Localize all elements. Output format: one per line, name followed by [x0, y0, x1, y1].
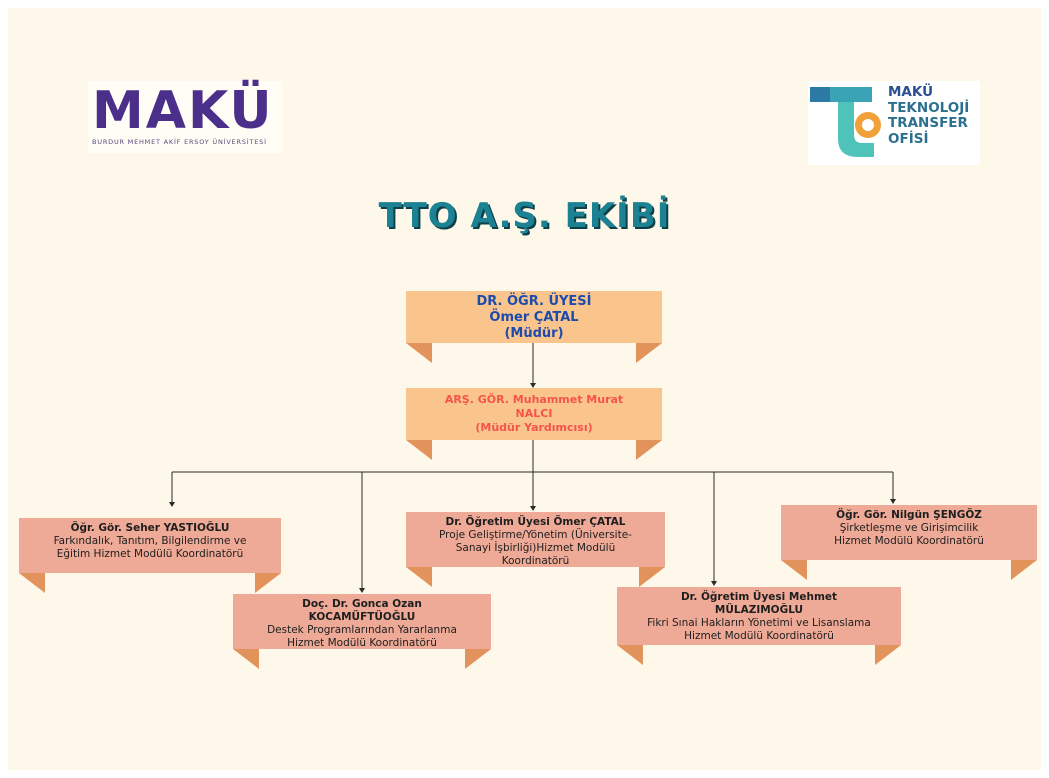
maku-logo-subtitle: BURDUR MEHMET AKİF ERSOY ÜNİVERSİTESİ [92, 138, 267, 146]
tto-logo-line: TEKNOLOJİ [888, 99, 970, 116]
tto-logo: MAKÜ TEKNOLOJİ TRANSFER OFİSİ [808, 81, 980, 165]
member-box-mulazimoglu: Dr. Öğretim Üyesi Mehmet MÜLAZIMOĞLU Fik… [617, 587, 901, 645]
member-name: Öğr. Gör. Seher YASTIOĞLU [70, 522, 230, 534]
member-role-line: Farkındalık, Tanıtım, Bilgilendirme ve [53, 535, 247, 547]
deputy-name-line2: NALCI [515, 407, 553, 420]
member-name: Dr. Öğretim Üyesi Ömer ÇATAL [445, 516, 626, 528]
director-title: DR. ÖĞR. ÜYESİ [476, 294, 592, 309]
member-name-line: MÜLAZIMOĞLU [714, 604, 804, 616]
member-role-line: Hizmet Modülü Koordinatörü [684, 630, 834, 642]
tto-logo-line: OFİSİ [888, 130, 929, 147]
member-role-line: Hizmet Modülü Koordinatörü [834, 535, 984, 547]
member-role-line: Proje Geliştirme/Yönetim (Üniversite- [439, 529, 632, 541]
member-box-kocamuftuoglu: Doç. Dr. Gonca Ozan KOCAMÜFTÜOĞLU Destek… [233, 594, 491, 649]
member-role-line: Fikri Sınai Hakların Yönetimi ve Lisansl… [647, 617, 871, 629]
tto-logo-text: MAKÜ TEKNOLOJİ TRANSFER OFİSİ [888, 84, 970, 147]
tto-logo-line: TRANSFER [888, 115, 968, 131]
member-name-line: Doç. Dr. Gonca Ozan [302, 598, 422, 610]
tto-logo-icon [810, 87, 881, 157]
member-name: Öğr. Gör. Nilgün ŞENGÖZ [836, 509, 982, 521]
member-role-line: Sanayi İşbirliği)Hizmet Modülü [455, 542, 616, 554]
member-role-line: Eğitim Hizmet Modülü Koordinatörü [56, 548, 244, 560]
member-box-yastioglu: Öğr. Gör. Seher YASTIOĞLU Farkındalık, T… [19, 518, 281, 573]
director-name: Ömer ÇATAL [489, 310, 579, 325]
member-box-sengoz: Öğr. Gör. Nilgün ŞENGÖZ Şirketleşme ve G… [781, 505, 1037, 560]
deputy-director-box: ARŞ. GÖR. Muhammet Murat NALCI (Müdür Ya… [406, 388, 662, 440]
member-name-line: Dr. Öğretim Üyesi Mehmet [680, 591, 838, 603]
member-box-catal: Dr. Öğretim Üyesi Ömer ÇATAL Proje Geliş… [406, 512, 665, 567]
member-role-line: Hizmet Modülü Koordinatörü [287, 637, 437, 649]
director-box: DR. ÖĞR. ÜYESİ Ömer ÇATAL (Müdür) [406, 291, 662, 343]
deputy-role: (Müdür Yardımcısı) [475, 421, 593, 434]
deputy-name-line1: ARŞ. GÖR. Muhammet Murat [444, 393, 624, 406]
tto-logo-line: MAKÜ [888, 84, 934, 100]
member-name-line: KOCAMÜFTÜOĞLU [308, 611, 416, 623]
member-role-line: Koordinatörü [501, 555, 570, 567]
member-role-line: Şirketleşme ve Girişimcilik [839, 522, 979, 534]
page-title: TTO A.Ş. EKİBİ [378, 196, 671, 236]
member-role-line: Destek Programlarından Yararlanma [267, 624, 457, 636]
maku-logo: MAKÜ BURDUR MEHMET AKİF ERSOY ÜNİVERSİTE… [88, 81, 282, 153]
director-role: (Müdür) [504, 326, 564, 341]
maku-logo-word: MAKÜ [92, 81, 274, 141]
